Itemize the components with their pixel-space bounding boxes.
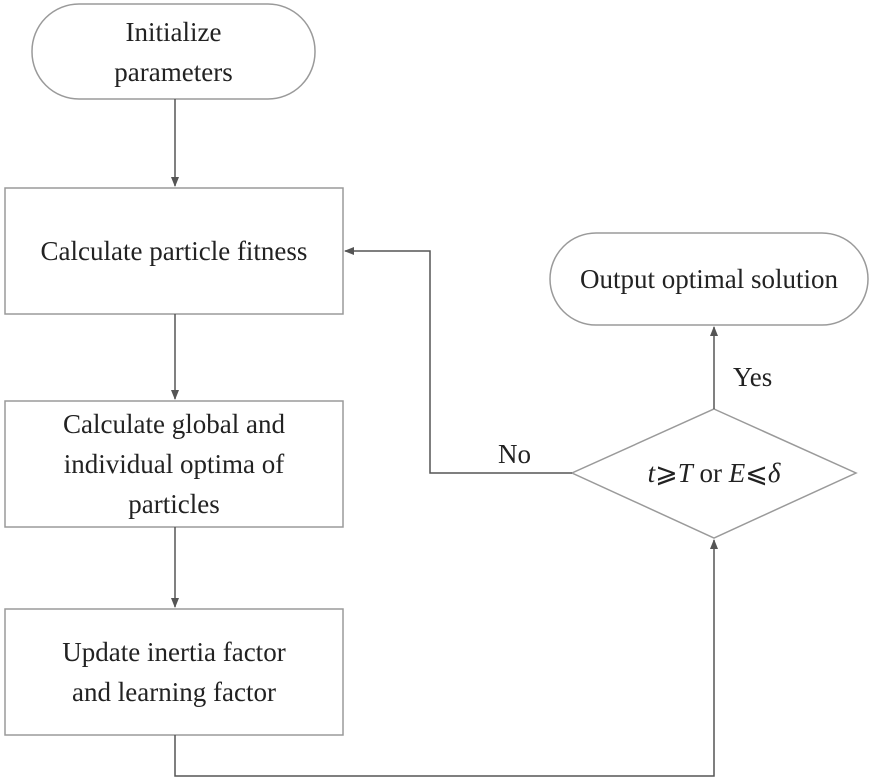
init-line-2: parameters — [114, 56, 233, 87]
decision-var-T: T — [677, 458, 693, 488]
fitness-process: Calculate particle fitness — [5, 188, 343, 314]
arrow-update-to-decision — [174, 539, 718, 777]
init-line-1: Initialize — [125, 16, 222, 47]
decision-var-t: t — [647, 458, 656, 488]
optima-process-shape — [4, 400, 344, 528]
decision-ge-symbol: ⩾ — [655, 458, 678, 488]
no-branch-label: No — [498, 439, 531, 469]
yes-branch-label: Yes — [733, 362, 773, 392]
output-line-1: Output optimal solution — [579, 264, 838, 294]
decision-var-E: E — [728, 458, 746, 488]
decision-or-word: or — [692, 458, 729, 488]
decision-condition: t⩾T or E⩽δ — [600, 450, 828, 496]
decision-expression: t⩾T or E⩽δ — [648, 453, 781, 493]
optima-line-2: individual optima of — [63, 449, 285, 479]
update-process: Update inertia factor and learning facto… — [5, 609, 343, 735]
update-line-2: and learning factor — [72, 677, 276, 707]
init-terminal: Initialize parameters — [32, 4, 315, 99]
decision-diamond-shape — [570, 408, 858, 539]
optima-line-1: Calculate global and — [63, 409, 285, 439]
output-terminal-shape — [549, 232, 869, 326]
update-process-shape — [4, 608, 344, 736]
decision-var-delta: δ — [767, 458, 781, 488]
optima-line-3: particles — [128, 489, 220, 519]
output-terminal: Output optimal solution — [550, 233, 868, 325]
fitness-line-1: Calculate particle fitness — [40, 236, 308, 266]
init-terminal-shape — [31, 3, 316, 100]
fitness-process-shape — [4, 187, 344, 315]
decision-le-symbol: ⩽ — [745, 458, 768, 488]
arrow-decision-no-to-fitness — [344, 247, 572, 474]
update-line-1: Update inertia factor — [62, 637, 286, 667]
optima-process: Calculate global and individual optima o… — [5, 401, 343, 527]
